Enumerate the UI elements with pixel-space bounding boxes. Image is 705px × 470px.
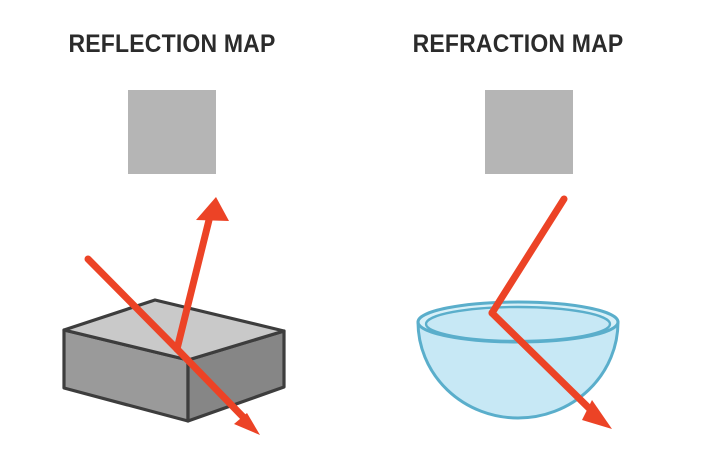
refraction-refracted-ray <box>488 309 600 419</box>
bowl-body <box>416 320 620 420</box>
reflection-map-swatch <box>128 90 216 174</box>
reflection-reflected-ray-arrowhead <box>196 197 229 221</box>
reflection-panel-group <box>62 90 286 435</box>
refraction-panel-group <box>416 90 620 429</box>
reflection-through-ray-arrowhead <box>234 413 260 435</box>
refraction-incident-ray <box>488 195 568 317</box>
reflection-map-title: REFLECTION MAP <box>68 30 276 58</box>
reflection-reflected-ray <box>173 208 215 353</box>
refraction-refracted-ray-arrowhead <box>582 400 612 429</box>
refraction-map-swatch <box>485 90 573 174</box>
refraction-map-title: REFRACTION MAP <box>412 30 624 58</box>
reflection-through-ray <box>173 345 251 425</box>
reflection-incident-ray <box>84 255 181 353</box>
box-top-face <box>62 298 286 362</box>
